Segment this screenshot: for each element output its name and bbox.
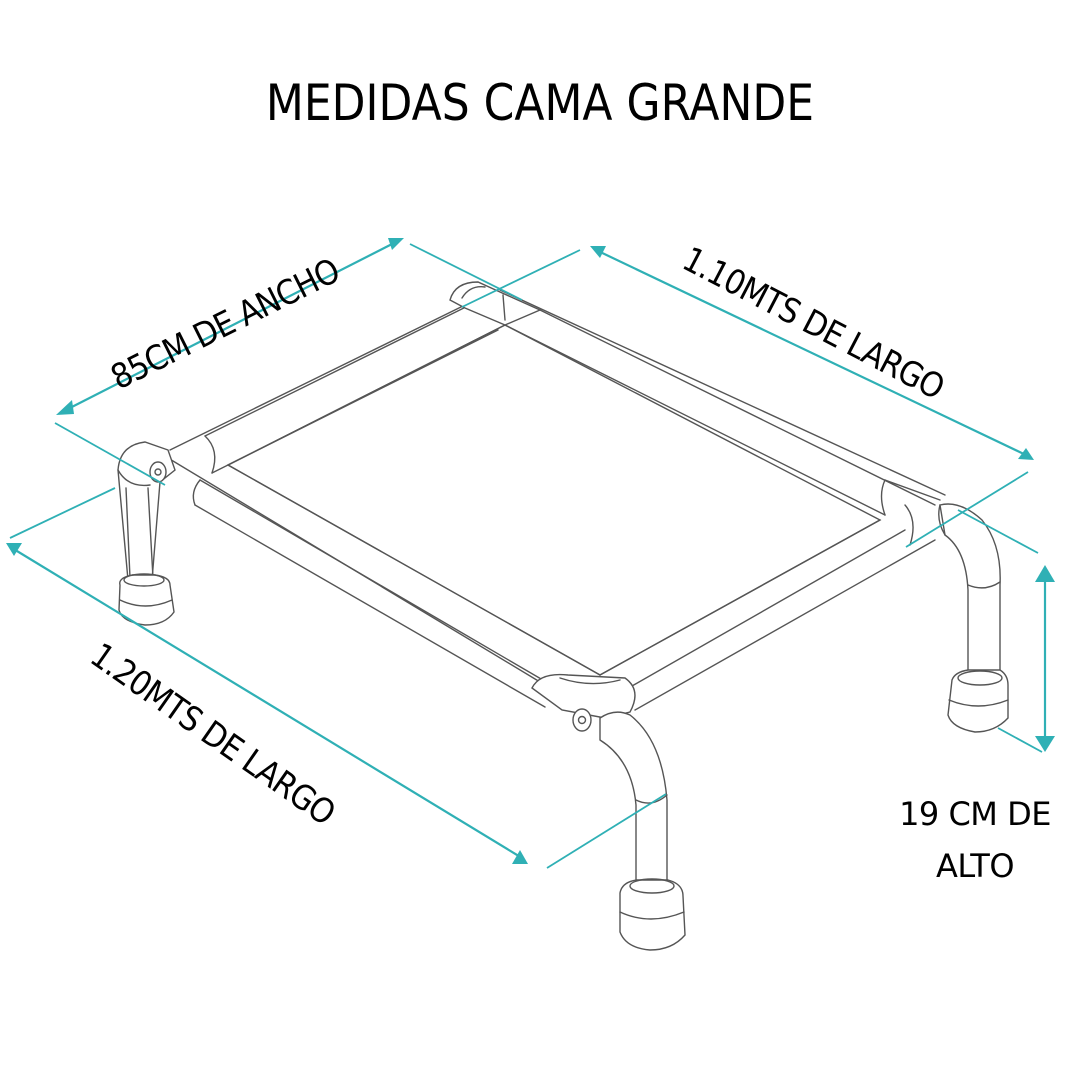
- arrowhead-icon: [388, 238, 404, 250]
- arrowhead-icon: [590, 246, 606, 258]
- dimension-length-back: [461, 246, 1034, 548]
- dimension-height: [957, 509, 1055, 753]
- arrowhead-icon: [1035, 736, 1055, 752]
- rail-back-right: [499, 289, 946, 516]
- dimension-length-front: [6, 487, 667, 869]
- height-label-line-2: ALTO: [935, 847, 1015, 885]
- arrowhead-icon: [1018, 448, 1034, 460]
- page-title: MEDIDAS CAMA GRANDE: [265, 74, 815, 132]
- dimension-width: [54, 238, 523, 486]
- corner-right-leg: [938, 503, 1009, 733]
- rail-front-left: [167, 457, 601, 708]
- height-dimension-label: 19 CM DE ALTO: [870, 788, 1080, 892]
- rail-back-left: [169, 299, 506, 474]
- height-label-line-1: 19 CM DE: [899, 795, 1051, 833]
- corner-joint-back: [449, 281, 542, 326]
- corner-left-leg: [117, 441, 176, 626]
- corner-front-leg: [531, 673, 686, 951]
- arrowhead-icon: [6, 543, 22, 556]
- arrowhead-icon: [512, 850, 528, 864]
- arrowhead-icon: [56, 400, 74, 415]
- rail-front-right: [599, 504, 936, 711]
- arrowhead-icon: [1035, 565, 1055, 582]
- fabric-bed-panel: [226, 324, 882, 676]
